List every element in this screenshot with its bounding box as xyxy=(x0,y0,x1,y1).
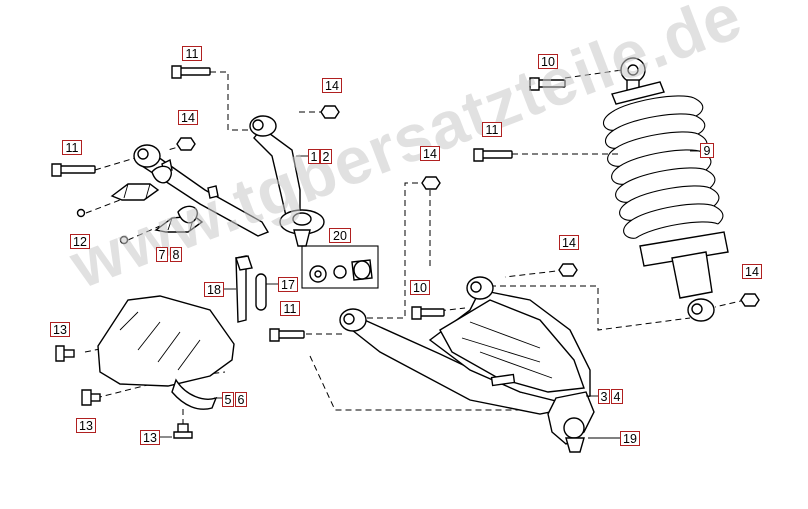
part-label-4[interactable]: 4 xyxy=(611,389,623,404)
part-label-8[interactable]: 8 xyxy=(170,247,182,262)
part-label-13[interactable]: 13 xyxy=(140,430,160,445)
part-label-10[interactable]: 10 xyxy=(538,54,558,69)
lower-a-arm xyxy=(339,276,595,453)
skid-guard-plate xyxy=(97,295,235,410)
label-leaders xyxy=(160,150,700,439)
bolt-10-top xyxy=(529,77,566,91)
part-label-13[interactable]: 13 xyxy=(76,418,96,433)
bolt-11-lower xyxy=(269,328,305,342)
bolt-11-left xyxy=(51,163,96,177)
part-label-14[interactable]: 14 xyxy=(322,78,342,93)
part-label-2[interactable]: 2 xyxy=(320,149,332,164)
part-label-14[interactable]: 14 xyxy=(178,110,198,125)
part-label-17[interactable]: 17 xyxy=(278,277,298,292)
bolt-11-mid xyxy=(473,148,513,162)
part-label-11[interactable]: 11 xyxy=(280,301,300,316)
part-label-18[interactable]: 18 xyxy=(204,282,224,297)
bushing-kit xyxy=(301,245,379,289)
part-label-1[interactable]: 1 xyxy=(308,149,320,164)
part-label-20[interactable]: 20 xyxy=(329,228,351,243)
part-label-11[interactable]: 11 xyxy=(62,140,82,155)
bolt-10-lower xyxy=(411,306,445,320)
part-label-9[interactable]: 9 xyxy=(700,143,714,158)
clips xyxy=(76,165,204,245)
part-label-3[interactable]: 3 xyxy=(598,389,610,404)
part-label-11[interactable]: 11 xyxy=(182,46,202,61)
part-label-10[interactable]: 10 xyxy=(410,280,430,295)
part-label-19[interactable]: 19 xyxy=(620,431,640,446)
bolt-13-c xyxy=(173,423,193,439)
nuts xyxy=(176,105,760,307)
part-label-14[interactable]: 14 xyxy=(742,264,762,279)
part-label-6[interactable]: 6 xyxy=(235,392,247,407)
part-label-14[interactable]: 14 xyxy=(559,235,579,250)
part-label-13[interactable]: 13 xyxy=(50,322,70,337)
part-label-5[interactable]: 5 xyxy=(222,392,234,407)
bolts xyxy=(51,65,566,439)
bolt-13-a xyxy=(55,345,75,362)
bolt-11-top xyxy=(171,65,211,79)
bolt-13-b xyxy=(81,389,101,406)
part-label-14[interactable]: 14 xyxy=(420,146,440,161)
part-label-12[interactable]: 12 xyxy=(70,234,90,249)
part-label-7[interactable]: 7 xyxy=(156,247,168,262)
sleeves xyxy=(235,255,267,323)
shock-absorber xyxy=(602,57,729,322)
part-label-11[interactable]: 11 xyxy=(482,122,502,137)
upper-a-arm xyxy=(133,115,325,247)
